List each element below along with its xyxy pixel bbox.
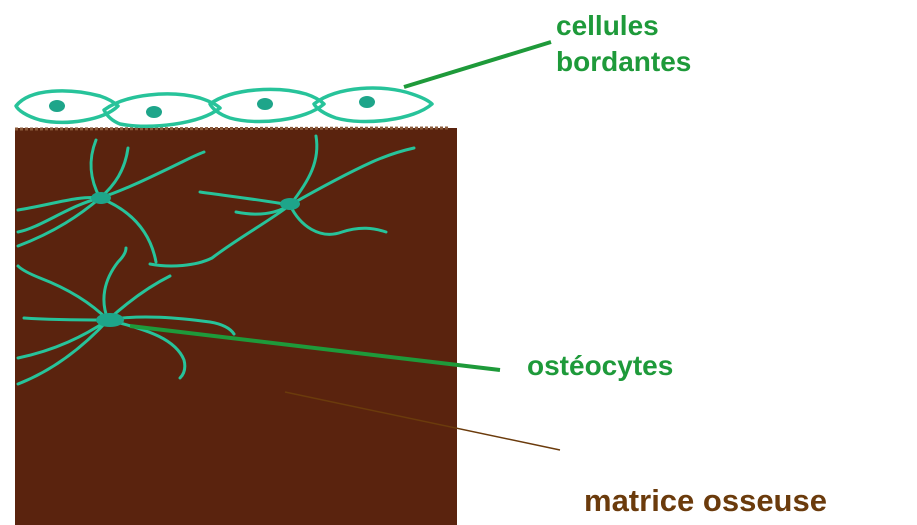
osteocyte-body-2: [280, 198, 300, 210]
lining-cells-label-line2: bordantes: [556, 44, 691, 80]
bone-matrix-block: [15, 128, 457, 525]
leader-line-lining-cells: [404, 42, 551, 87]
lining-cell-1: [16, 91, 118, 122]
osteocytes-label: ostéocytes: [527, 350, 673, 382]
lining-cells-label: cellules bordantes: [556, 8, 691, 80]
lining-cell-2: [104, 94, 220, 126]
lining-cell-nucleus-3: [257, 98, 273, 110]
osteocyte-body-3: [96, 313, 124, 327]
osteocyte-body-1: [91, 192, 111, 204]
lining-cell-nucleus-4: [359, 96, 375, 108]
lining-cell-nucleus-2: [146, 106, 162, 118]
lining-cell-nucleus-1: [49, 100, 65, 112]
lining-cells-label-line1: cellules: [556, 8, 691, 44]
bone-matrix-label: matrice osseuse: [584, 483, 827, 519]
